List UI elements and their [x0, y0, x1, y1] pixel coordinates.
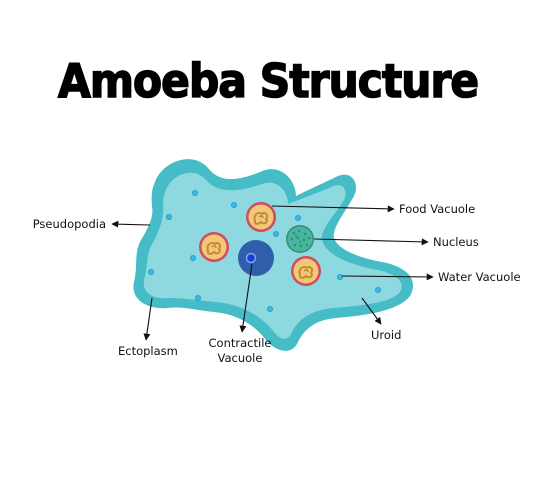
food-vacuole [245, 201, 277, 233]
label-water-vacuole: Water Vacuole [438, 270, 521, 284]
label-pseudopodia: Pseudopodia [33, 217, 106, 231]
label-food-vacuole: Food Vacuole [399, 202, 475, 216]
nucleus [286, 225, 314, 253]
label-contractile-line1: Contractile [209, 336, 272, 350]
contractile-vacuole [238, 240, 274, 276]
food-vacuole [198, 231, 230, 263]
ectoplasm-pointer [143, 297, 153, 341]
label-contractile-line2: Vacuole [218, 351, 263, 365]
water-vacuole-pointer [341, 273, 434, 281]
food-vacuole-pointer [271, 205, 395, 213]
label-ectoplasm: Ectoplasm [118, 344, 178, 358]
label-nucleus: Nucleus [433, 235, 479, 249]
label-uroid: Uroid [371, 328, 401, 342]
nucleus-pointer [313, 238, 429, 246]
cytoplasm-granules [147, 189, 381, 312]
callout-lines [111, 205, 434, 341]
uroid-pointer [361, 297, 382, 325]
page-title: Amoeba Structure [57, 54, 480, 108]
food-vacuole [290, 255, 322, 287]
contractile-vacuole-pointer [239, 263, 253, 333]
pseudopodia-pointer [111, 220, 151, 228]
